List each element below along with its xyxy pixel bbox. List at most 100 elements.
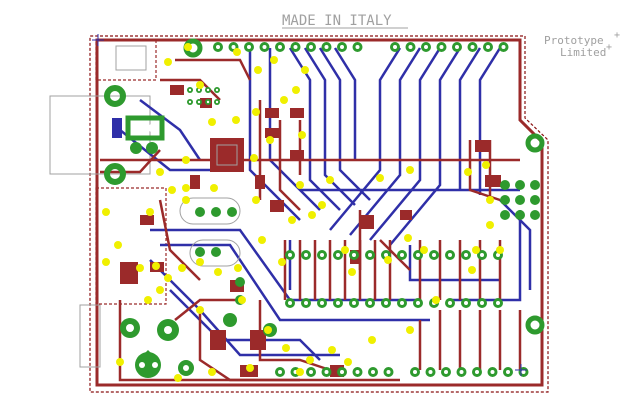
yellow-dot-icon <box>280 96 288 104</box>
yellow-dot-icon <box>182 184 190 192</box>
yellow-dot-icon <box>292 86 300 94</box>
header-pin-hole <box>470 45 475 49</box>
header-pin-hole <box>247 45 251 49</box>
header-pin-hole <box>371 370 375 374</box>
yellow-dot-icon <box>252 196 260 204</box>
yellow-dot-icon <box>250 154 258 162</box>
header-pin-hole <box>368 301 372 305</box>
usb-connector-outline <box>49 95 151 175</box>
edge-markers <box>92 34 527 376</box>
header-pin-hole <box>352 253 356 257</box>
yellow-dot-icon <box>264 326 272 334</box>
header-pin-hole <box>215 100 219 104</box>
yellow-dot-icon <box>208 118 216 126</box>
yellow-dot-icon <box>258 236 266 244</box>
header-pin-hole <box>490 370 495 374</box>
header-pin-hole <box>188 88 192 92</box>
plus-mark-1: + <box>614 30 620 41</box>
bottom-copper-traces <box>119 47 532 361</box>
header-pin-hole <box>439 45 444 49</box>
yellow-dot-icon <box>152 262 160 270</box>
header-pin-hole <box>309 370 313 374</box>
yellow-dot-icon <box>486 221 494 229</box>
yellow-dot-icon <box>136 264 144 272</box>
yellow-dot-icon <box>164 58 172 66</box>
yellow-dot-icon <box>210 184 218 192</box>
header-pin-hole <box>206 100 210 104</box>
header-pin-hole <box>448 301 452 305</box>
yellow-dot-icon <box>472 246 480 254</box>
company-line-1: Prototype <box>544 34 604 47</box>
header-pin-hole <box>386 370 391 374</box>
header-pin-hole <box>340 370 344 374</box>
green-ring-icon <box>525 133 545 153</box>
vias <box>102 43 504 382</box>
header-pin-hole <box>215 88 219 92</box>
green-ring-icon <box>525 315 545 335</box>
header-pin-hole <box>424 45 428 49</box>
yellow-dot-icon <box>102 258 110 266</box>
header-pin-hole <box>288 301 292 305</box>
yellow-dot-icon <box>288 216 296 224</box>
yellow-dot-icon <box>196 258 204 266</box>
yellow-dot-icon <box>348 268 356 276</box>
yellow-dot-icon <box>328 346 336 354</box>
reset-button-body <box>115 45 147 71</box>
yellow-dot-icon <box>146 208 154 216</box>
header-pin-hole <box>486 45 490 49</box>
yellow-dot-icon <box>296 181 304 189</box>
yellow-dot-icon <box>270 56 278 64</box>
mounting-holes <box>104 38 545 335</box>
power-jack-outline <box>79 304 101 368</box>
yellow-dot-icon <box>168 186 176 194</box>
plus-mark-2: + <box>606 42 612 53</box>
yellow-dot-icon <box>174 374 182 382</box>
yellow-dot-icon <box>384 256 392 264</box>
header-pin-hole <box>400 301 404 305</box>
yellow-dot-icon <box>406 326 414 334</box>
header-pin-hole <box>197 100 201 104</box>
header-pin-hole <box>408 45 413 49</box>
mcu-chip <box>210 138 244 172</box>
yellow-dot-icon <box>468 266 476 274</box>
yellow-dot-icon <box>432 296 440 304</box>
made-in-italy-label: MADE IN ITALY <box>282 13 392 29</box>
yellow-dot-icon <box>301 66 309 74</box>
yellow-dot-icon <box>306 356 314 364</box>
header-pin-hole <box>444 370 448 374</box>
header-pin-hole <box>413 370 417 374</box>
header-pin-hole <box>340 45 344 49</box>
yellow-dot-icon <box>214 268 222 276</box>
header-pin-hole <box>480 301 484 305</box>
header-pin-hole <box>304 301 308 305</box>
yellow-dot-icon <box>254 66 262 74</box>
yellow-dot-icon <box>341 246 349 254</box>
yellow-dot-icon <box>156 286 164 294</box>
header-pin-hole <box>197 88 201 92</box>
header-pin-hole <box>393 45 397 49</box>
header-pin-hole <box>355 45 360 49</box>
header-pin-hole <box>506 370 510 374</box>
header-pin-hole <box>384 301 388 305</box>
icsp-header-right <box>500 180 540 220</box>
yellow-dot-icon <box>376 174 384 182</box>
header-pin-hole <box>464 301 468 305</box>
header-pin-hole <box>320 253 324 257</box>
yellow-dot-icon <box>344 358 352 366</box>
yellow-dot-icon <box>114 241 122 249</box>
yellow-dot-icon <box>182 196 190 204</box>
header-pin-hole <box>432 253 436 257</box>
yellow-dot-icon <box>233 48 241 56</box>
yellow-dot-icon <box>420 246 428 254</box>
header-pin-hole <box>231 45 236 49</box>
header-pin-hole <box>278 370 282 374</box>
yellow-dot-icon <box>326 176 334 184</box>
yellow-dot-icon <box>234 264 242 272</box>
header-pin-hole <box>288 253 292 257</box>
header-pin-hole <box>304 253 308 257</box>
yellow-dot-icon <box>238 296 246 304</box>
yellow-dot-icon <box>318 201 326 209</box>
header-pin-hole <box>352 301 356 305</box>
header-pin-hole <box>188 100 192 104</box>
